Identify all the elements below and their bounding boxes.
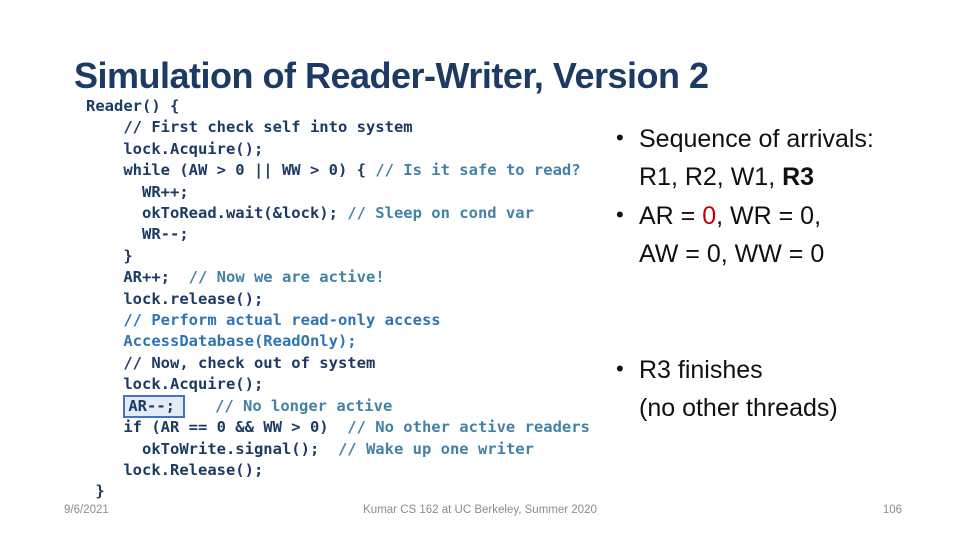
code-text: okToWrite.signal(); <box>86 439 338 458</box>
slide-footer: 9/6/2021 Kumar CS 162 at UC Berkeley, Su… <box>0 504 960 524</box>
code-line: lock.release(); <box>86 289 590 310</box>
bullet-item: • AR = 0, WR = 0, AW = 0, WW = 0 <box>616 197 960 273</box>
code-comment: // Wake up one writer <box>337 439 534 458</box>
bullet-dot-icon: • <box>616 356 624 381</box>
code-line: Reader() { <box>86 96 590 117</box>
code-comment: // No longer active <box>215 396 393 415</box>
code-line: WR--; <box>86 224 590 245</box>
bullet-text: AW = 0, WW = 0 <box>639 240 825 268</box>
code-line: if (AR == 0 && WW > 0) // No other activ… <box>86 417 590 438</box>
code-text: AccessDatabase(ReadOnly); <box>123 332 357 351</box>
code-line: WR++; <box>86 182 590 203</box>
bullet-line: (no other threads) <box>616 389 960 427</box>
bullet-text: R3 <box>782 163 815 191</box>
bullet-text: AR = <box>639 202 703 230</box>
code-comment: // No other active readers <box>347 418 590 437</box>
code-line: } <box>86 246 590 267</box>
bullet-text: Sequence of arrivals: <box>639 125 874 153</box>
code-comment: // Sleep on cond var <box>347 204 534 223</box>
bullet-dot-icon: • <box>616 125 624 150</box>
code-line: // First check self into system <box>86 117 590 138</box>
code-text: while (AW > 0 || WW > 0) { <box>86 161 376 180</box>
code-line: AR++; // Now we are active! <box>86 267 590 288</box>
bullet-line: • Sequence of arrivals: <box>616 120 960 158</box>
bullet-text: , WR = 0, <box>716 202 822 230</box>
code-text <box>86 311 123 329</box>
code-line: // Now, check out of system <box>86 353 590 374</box>
bullet-line: • R3 finishes <box>616 351 960 389</box>
code-text: lock.Acquire(); <box>86 139 264 158</box>
code-text: // First check self into system <box>86 118 413 137</box>
code-comment: // Now we are active! <box>188 268 385 287</box>
code-text: WR--; <box>86 225 189 244</box>
bullet-line: AW = 0, WW = 0 <box>616 235 960 273</box>
code-line: lock.Acquire(); <box>86 139 590 160</box>
code-text: AR++; <box>86 268 189 287</box>
code-text: lock.Release(); <box>86 460 264 479</box>
code-text: lock.Acquire(); <box>86 375 264 394</box>
bullet-dot-icon: • <box>616 202 624 227</box>
code-text <box>86 332 123 350</box>
code-line: // Perform actual read-only access <box>86 310 590 331</box>
code-text: okToRead.wait(&lock); <box>86 204 348 223</box>
code-line: okToRead.wait(&lock); // Sleep on cond v… <box>86 203 590 224</box>
bullet-line: R1, R2, W1, R3 <box>616 158 960 196</box>
code-text: WR++; <box>86 182 189 201</box>
bullet-line: • AR = 0, WR = 0, <box>616 197 960 235</box>
code-line: lock.Release(); <box>86 460 590 481</box>
footer-course: Kumar CS 162 at UC Berkeley, Summer 2020 <box>363 504 597 516</box>
code-line: while (AW > 0 || WW > 0) { // Is it safe… <box>86 160 590 181</box>
highlight-box: AR--; <box>123 394 185 418</box>
code-line: } <box>86 481 590 502</box>
code-line: AccessDatabase(ReadOnly); <box>86 331 590 352</box>
slide-title: Simulation of Reader-Writer, Version 2 <box>74 55 709 96</box>
code-text: lock.release(); <box>86 289 264 308</box>
code-text: } <box>86 246 133 265</box>
code-text: if (AR == 0 && WW > 0) <box>86 418 348 437</box>
code-text <box>86 397 123 415</box>
bullet-text: (no other threads) <box>639 394 838 422</box>
bullet-text: 0 <box>702 202 717 230</box>
code-text: Reader() { <box>86 97 180 115</box>
code-text: // Perform actual read-only access <box>123 311 441 330</box>
code-text: } <box>86 482 105 501</box>
bullet-item: • R3 finishes (no other threads) <box>616 351 960 427</box>
code-line: okToWrite.signal(); // Wake up one write… <box>86 439 590 460</box>
code-comment: // Is it safe to read? <box>375 161 581 180</box>
code-text: // Now, check out of system <box>86 353 376 372</box>
code-text <box>187 397 215 415</box>
code-line: AR--; // No longer active <box>86 394 590 418</box>
code-line: lock.Acquire(); <box>86 374 590 395</box>
footer-page-number: 106 <box>882 504 902 516</box>
bullet-item: • Sequence of arrivals: R1, R2, W1, R3 <box>616 120 960 196</box>
code-block: Reader() { // First check self into syst… <box>86 96 590 503</box>
bullet-text: R3 finishes <box>639 356 763 384</box>
bullet-text: R1, R2, W1, <box>639 163 783 191</box>
footer-date: 9/6/2021 <box>64 504 109 516</box>
